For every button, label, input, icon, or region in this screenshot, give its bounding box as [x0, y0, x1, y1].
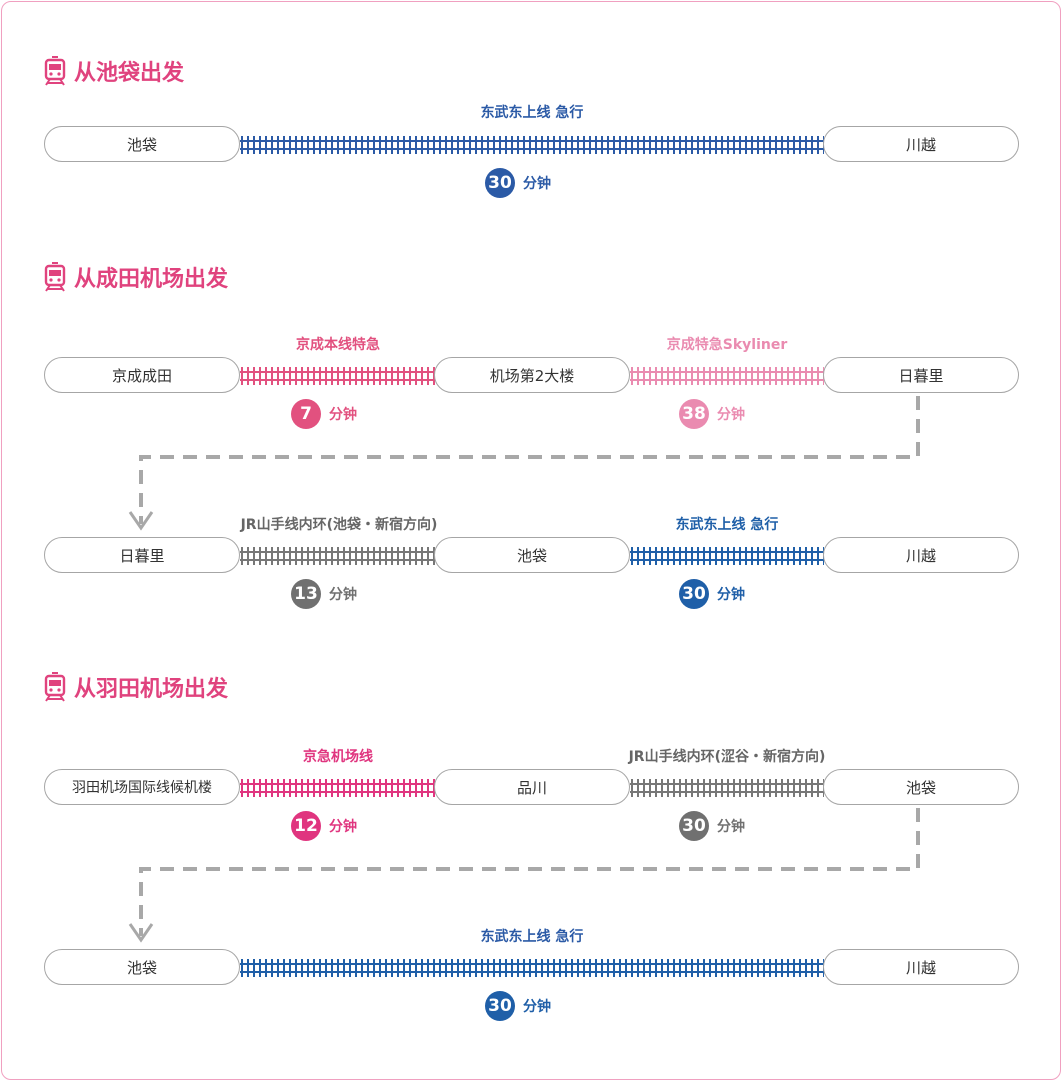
duration-badge: 38 分钟: [679, 399, 745, 429]
line-label: 东武东上线 急行: [480, 929, 584, 945]
station-ikebukuro[interactable]: 池袋: [434, 537, 630, 573]
train-icon: [44, 56, 66, 86]
line-label: 东武东上线 急行: [675, 517, 779, 533]
station-haneda-intl-terminal[interactable]: 羽田机场国际线候机楼: [44, 769, 240, 805]
section-title: 从羽田机场出发: [74, 677, 229, 702]
duration-badge: 30 分钟: [485, 168, 551, 198]
track-keikyu-airport: [240, 778, 436, 798]
station-nippori[interactable]: 日暮里: [44, 537, 240, 573]
track-skyliner: [630, 366, 824, 386]
line-label: 东武东上线 急行: [480, 105, 584, 121]
duration-unit: 分钟: [329, 587, 357, 603]
duration-minutes: 30: [679, 811, 709, 841]
station-kawagoe[interactable]: 川越: [823, 126, 1019, 162]
section-heading-haneda: 从羽田机场出发: [44, 671, 228, 703]
line-label: JR山手线内环(涩谷・新宿方向): [628, 749, 826, 765]
duration-badge: 7 分钟: [291, 399, 357, 429]
duration-minutes: 13: [291, 579, 321, 609]
line-label: 京成特急Skyliner: [666, 337, 788, 353]
section-heading-ikebukuro: 从池袋出发: [44, 55, 184, 87]
duration-badge: 13 分钟: [291, 579, 357, 609]
duration-minutes: 12: [291, 811, 321, 841]
track-tobu-tojo: [240, 958, 824, 978]
duration-unit: 分钟: [717, 587, 745, 603]
dashed-arrow-down-icon: [0, 804, 1062, 958]
section-title: 从池袋出发: [74, 61, 185, 86]
station-nippori[interactable]: 日暮里: [823, 357, 1019, 393]
section-heading-narita: 从成田机场出发: [44, 261, 228, 293]
duration-minutes: 30: [485, 991, 515, 1021]
duration-badge: 30 分钟: [679, 579, 745, 609]
duration-minutes: 30: [679, 579, 709, 609]
station-ikebukuro[interactable]: 池袋: [823, 769, 1019, 805]
section-title: 从成田机场出发: [74, 267, 229, 292]
station-keisei-narita[interactable]: 京成成田: [44, 357, 240, 393]
duration-minutes: 7: [291, 399, 321, 429]
duration-badge: 12 分钟: [291, 811, 357, 841]
track-jr-yamanote: [240, 546, 436, 566]
track-jr-yamanote: [630, 778, 824, 798]
train-icon: [44, 672, 66, 702]
station-shinagawa[interactable]: 品川: [434, 769, 630, 805]
track-keisei-main: [240, 366, 436, 386]
duration-unit: 分钟: [717, 407, 745, 423]
duration-unit: 分钟: [329, 819, 357, 835]
duration-minutes: 38: [679, 399, 709, 429]
duration-unit: 分钟: [329, 407, 357, 423]
line-label: JR山手线内环(池袋・新宿方向): [240, 517, 438, 533]
station-kawagoe[interactable]: 川越: [823, 949, 1019, 985]
track-tobu-tojo: [240, 135, 824, 155]
station-ikebukuro[interactable]: 池袋: [44, 949, 240, 985]
duration-badge: 30 分钟: [485, 991, 551, 1021]
line-label: 京成本线特急: [296, 337, 380, 353]
duration-unit: 分钟: [717, 819, 745, 835]
station-kawagoe[interactable]: 川越: [823, 537, 1019, 573]
duration-unit: 分钟: [523, 176, 551, 192]
train-icon: [44, 262, 66, 292]
line-label: 京急机场线: [303, 749, 373, 765]
duration-badge: 30 分钟: [679, 811, 745, 841]
duration-minutes: 30: [485, 168, 515, 198]
track-tobu-tojo: [630, 546, 824, 566]
station-airport-terminal-2[interactable]: 机场第2大楼: [434, 357, 630, 393]
dashed-arrow-down-icon: [0, 392, 1062, 546]
station-ikebukuro[interactable]: 池袋: [44, 126, 240, 162]
duration-unit: 分钟: [523, 999, 551, 1015]
